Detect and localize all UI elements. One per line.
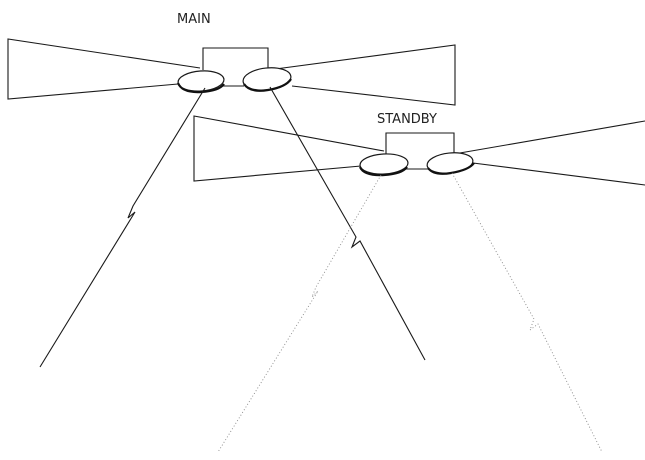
main-unit: MAIN [7, 12, 456, 368]
standby-housing [385, 132, 455, 154]
main-left-aim-line [39, 87, 206, 368]
standby-left-lamp [358, 153, 409, 177]
standby-unit: STANDBY [193, 112, 645, 453]
main-right-lamp [242, 67, 292, 92]
standby-right-lamp [426, 152, 475, 175]
main-left-beam [7, 38, 201, 100]
main-right-aim-line [269, 86, 426, 361]
standby-label: STANDBY [377, 112, 437, 127]
main-label: MAIN [177, 12, 211, 27]
standby-left-beam [193, 115, 385, 182]
standby-left-aim-line [217, 174, 382, 453]
standby-right-beam-bottom [472, 162, 645, 186]
standby-right-beam-top [453, 120, 645, 155]
main-left-lamp [176, 70, 225, 94]
standby-right-aim-line [451, 172, 603, 453]
main-housing [202, 47, 269, 70]
main-right-beam [267, 44, 456, 106]
